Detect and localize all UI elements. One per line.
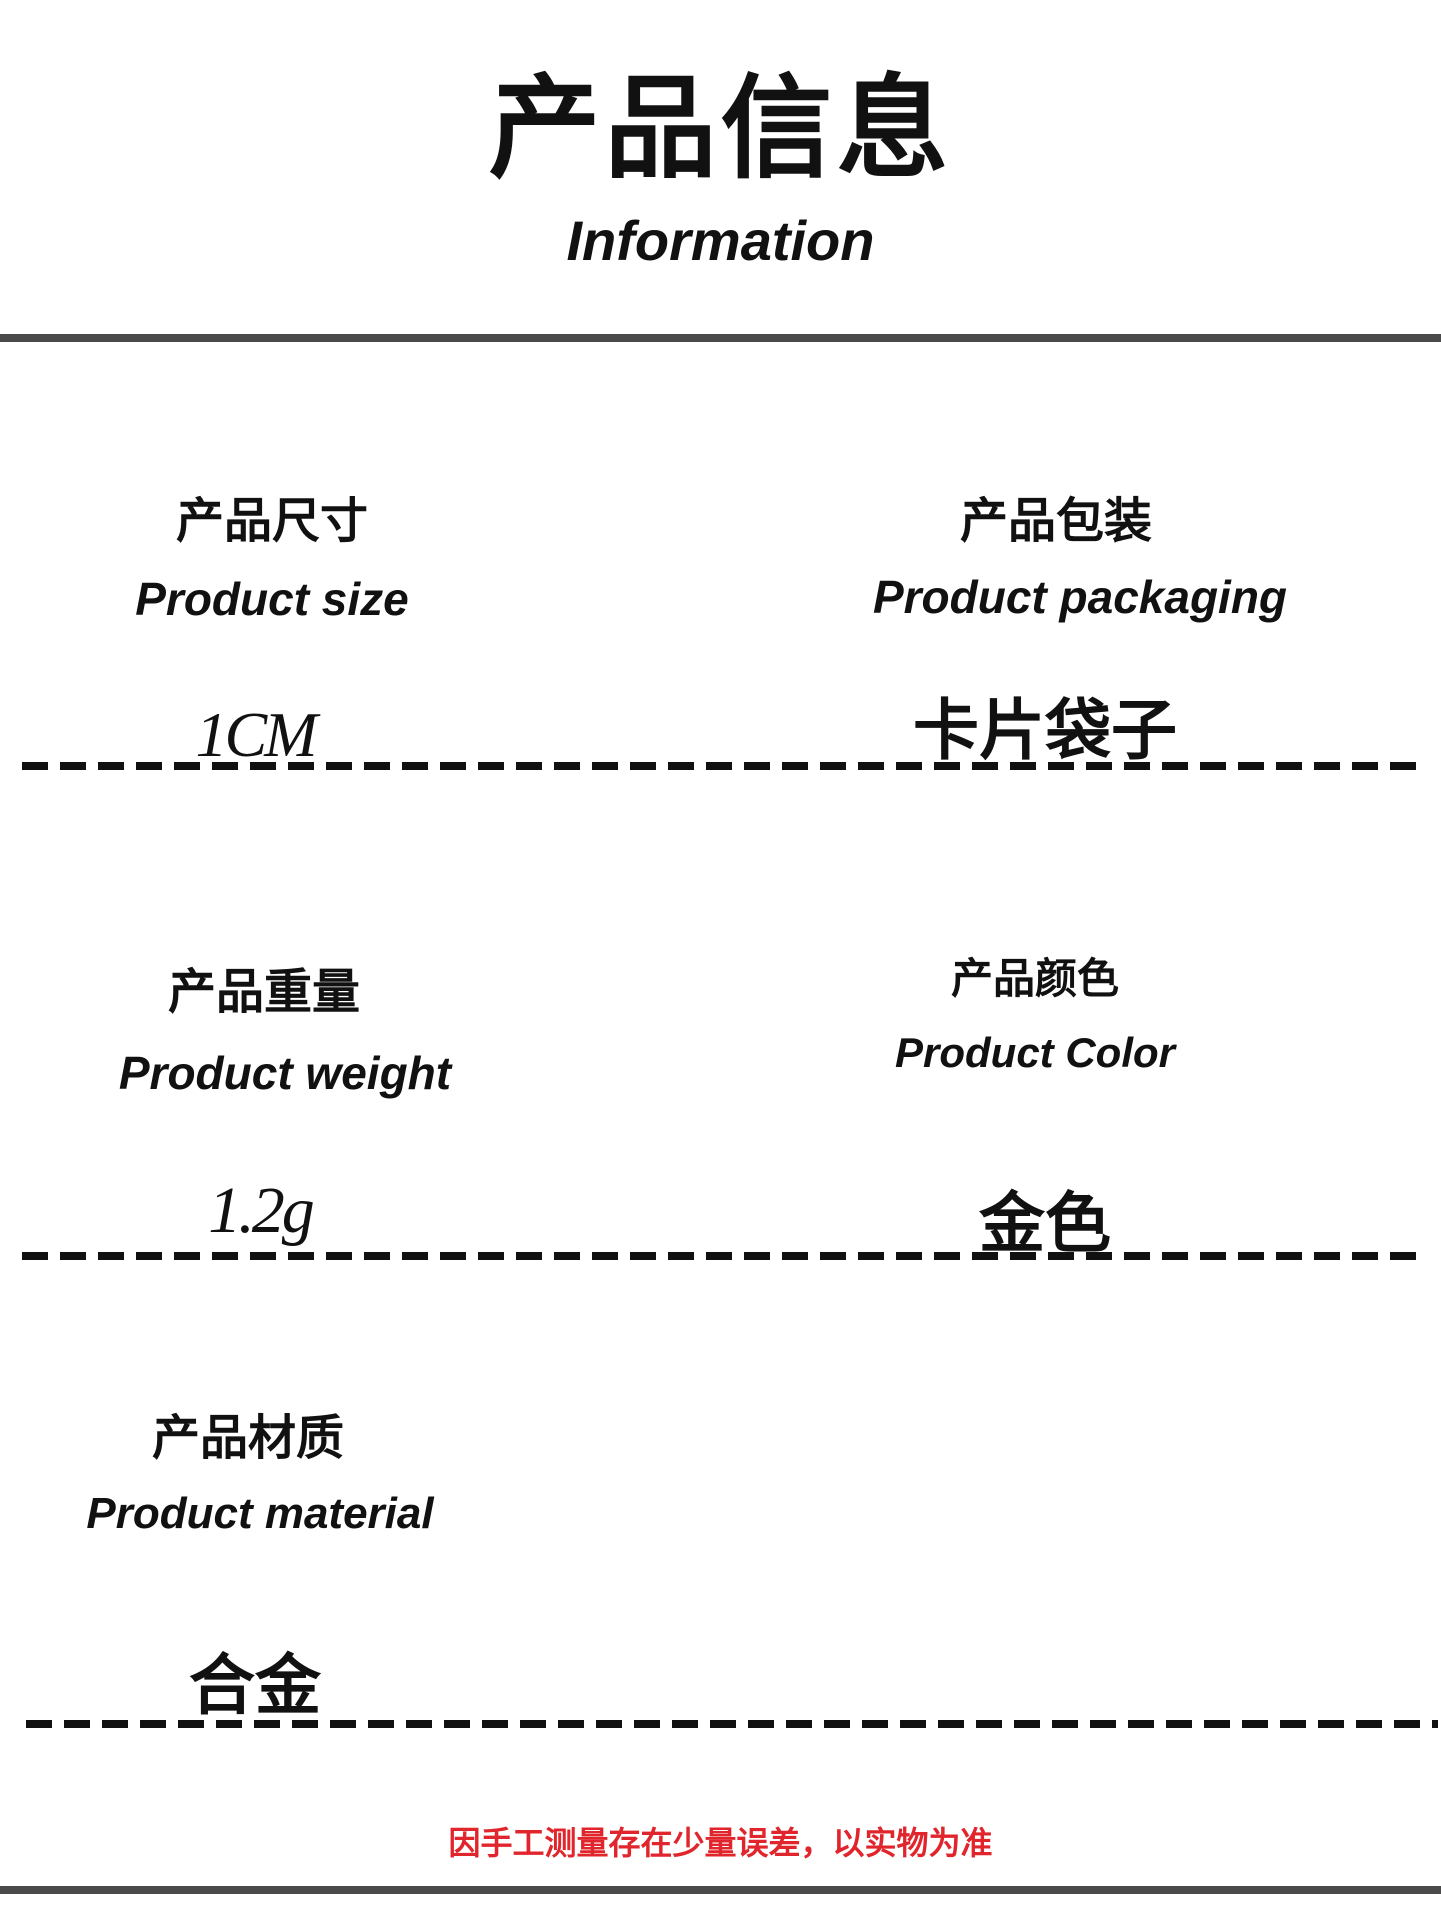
size-value: 1CM: [195, 699, 318, 770]
material-label-cn: 产品材质: [151, 1410, 344, 1466]
color-value: 金色: [979, 1185, 1111, 1262]
weight-label-en: Product weight: [118, 1047, 452, 1099]
material-value: 合金: [189, 1647, 321, 1724]
measurement-disclaimer: 因手工测量存在少量误差，以实物为准: [448, 1824, 993, 1862]
packaging-label-cn: 产品包装: [959, 493, 1152, 549]
color-label-cn: 产品颜色: [950, 954, 1119, 1003]
material-label-en: Product material: [86, 1489, 434, 1538]
size-label-en: Product size: [135, 573, 409, 625]
size-dash-line: [22, 762, 1420, 770]
packaging-label-en: Product packaging: [872, 571, 1288, 623]
page-title-en: Information: [566, 209, 875, 272]
top-divider: [0, 334, 1441, 342]
weight-value: 1.2g: [208, 1174, 315, 1247]
color-label-en: Product Color: [895, 1029, 1175, 1076]
weight-dash-line: [22, 1252, 1420, 1260]
page-title-cn: 产品信息: [488, 64, 953, 194]
bottom-divider: [0, 1886, 1441, 1894]
packaging-value: 卡片袋子: [913, 692, 1177, 769]
weight-label-cn: 产品重量: [167, 964, 360, 1020]
material-dash-line: [26, 1720, 1438, 1728]
size-label-cn: 产品尺寸: [175, 493, 368, 549]
